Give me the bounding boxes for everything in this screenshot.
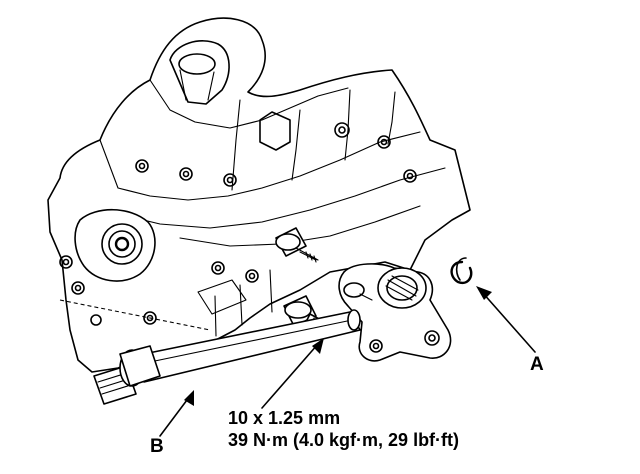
callout-label-a: A	[530, 354, 544, 375]
snap-ring	[450, 257, 473, 285]
torque-spec-label: 39 N·m (4.0 kgf·m, 29 lbf·ft)	[228, 430, 459, 450]
transmission-housing	[47, 17, 471, 373]
leader-line-a	[476, 286, 536, 353]
callout-label-b: B	[150, 436, 164, 457]
intermediate-shaft	[93, 309, 361, 405]
bolt-size-label: 10 x 1.25 mm	[228, 408, 340, 428]
leader-line-bolt-spec	[261, 338, 324, 409]
upper-mounting-bolt	[275, 227, 319, 263]
bearing-support-bracket	[338, 263, 452, 362]
leader-line-b	[159, 390, 194, 437]
